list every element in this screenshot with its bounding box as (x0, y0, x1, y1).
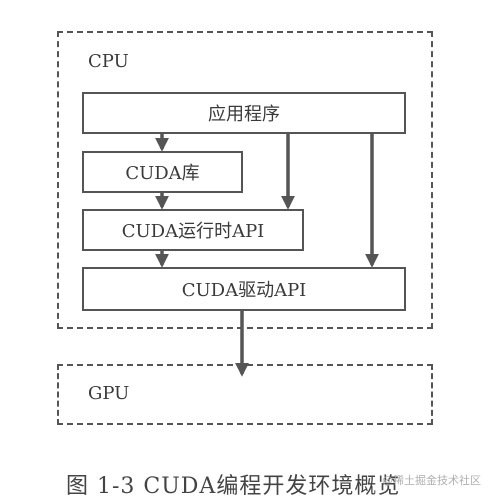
watermark: @稀土掘金技术社区 (382, 474, 481, 487)
cpu-label: CPU (88, 51, 129, 72)
figure-caption: 图 1-3 CUDA编程开发环境概览 (66, 474, 401, 499)
cuda-driver-api-label: CUDA驱动API (181, 280, 307, 301)
application-box: 应用程序 (82, 92, 406, 134)
application-label: 应用程序 (208, 104, 280, 125)
cuda-runtime-api-label: CUDA运行时API (121, 221, 265, 242)
cuda-runtime-api-box: CUDA运行时API (82, 209, 304, 251)
cuda-library-label: CUDA库 (125, 163, 200, 184)
cuda-library-box: CUDA库 (82, 151, 243, 193)
cpu-region (57, 31, 433, 329)
arrows-layer (155, 134, 379, 377)
cuda-driver-api-box: CUDA驱动API (82, 267, 406, 311)
gpu-label: GPU (88, 383, 130, 404)
